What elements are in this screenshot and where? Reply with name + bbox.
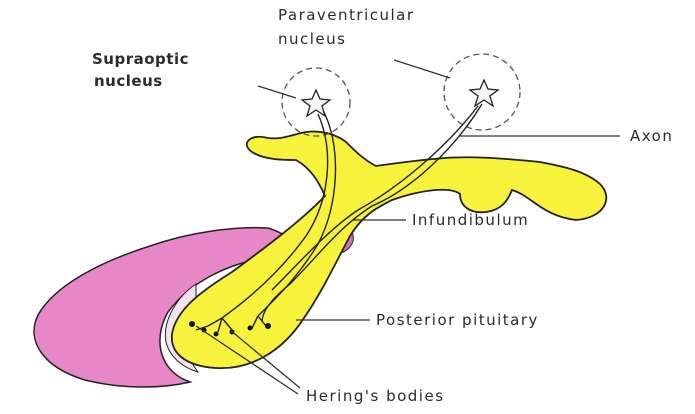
- paraventricular-leader: [394, 60, 450, 78]
- paraventricular-label-line1: Paraventricular: [278, 6, 415, 24]
- supraoptic-label-line1: Supraoptic: [92, 50, 189, 68]
- paraventricular-neuron-icon: [470, 80, 498, 106]
- axon-label: Axon: [630, 127, 673, 145]
- infundibulum-label: Infundibulum: [412, 211, 529, 229]
- posterior-pituitary-label: Posterior pituitary: [376, 311, 539, 329]
- supraoptic-neuron-icon: [302, 90, 330, 116]
- paraventricular-label-line2: nucleus: [278, 30, 346, 48]
- herring-bodies-label: Hering's bodies: [306, 387, 445, 405]
- supraoptic-label-line2: nucleus: [94, 72, 163, 90]
- supraoptic-leader: [258, 86, 296, 98]
